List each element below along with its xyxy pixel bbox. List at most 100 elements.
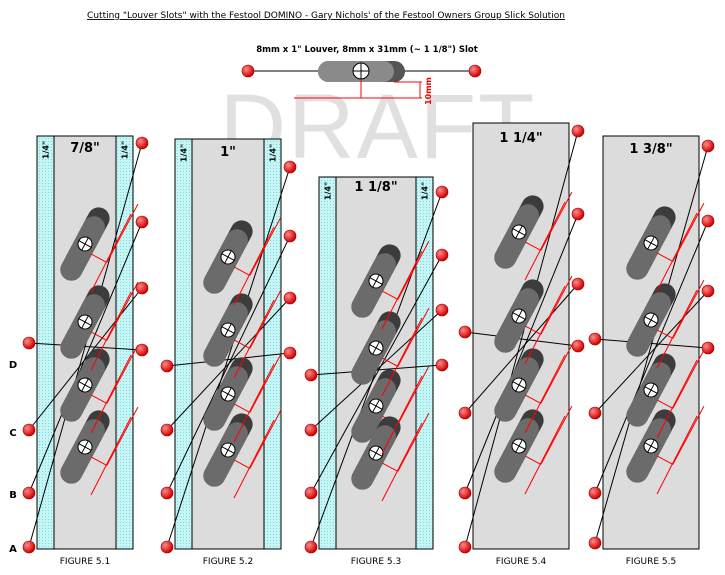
right-marker [135,215,149,229]
left-marker [22,336,36,350]
crosshair-v [369,449,383,457]
edge-strip-label-left: 1/4" [180,144,189,162]
offset-line [540,344,573,404]
right-marker [283,160,297,174]
edge-strip-label-right: 1/4" [269,144,278,162]
dimension-label: 10mm [424,77,433,105]
right-marker [283,291,297,305]
crosshair-v [369,277,383,285]
right-marker [571,277,585,291]
board-width-label: 1 1/8" [354,180,397,195]
guide-line [464,283,579,414]
louver-slot [494,191,573,269]
louver-slot [351,240,430,318]
board-width-label: 1" [220,145,236,160]
left-marker [22,540,36,554]
left-marker [458,486,472,500]
red-guide [90,291,132,371]
detail-right-marker [468,64,482,78]
left-marker [588,332,602,346]
offset-tick [90,456,108,466]
figure-panel-5: 1 3/8"FIGURE 5.5 [588,135,715,567]
crosshair-v [512,228,526,236]
guide-line [594,290,709,414]
offset-line [672,279,705,339]
slot-detail-diagram: 8mm x 1" Louver, 8mm x 31mm (~ 1 1/8") S… [241,45,482,105]
offset-line [249,353,282,413]
louver-slot [351,307,430,385]
left-marker [458,325,472,339]
offset-tick [381,357,399,367]
offset-tick [233,403,251,413]
guide-line [166,297,291,431]
guide-line [464,213,579,494]
right-marker [701,341,715,355]
offset-tick [656,399,674,409]
red-guide [656,359,698,439]
crosshair-v [78,318,92,326]
edge-strip-right [263,138,282,550]
louver-slot [626,279,705,357]
offset-line [106,281,139,341]
red-guide [524,415,566,495]
offset-line [397,307,430,367]
offset-tick [524,325,542,335]
right-marker [571,124,585,138]
right-marker [435,185,449,199]
right-marker [283,346,297,360]
crosshair-v [221,390,235,398]
louver-slot [494,344,573,422]
guide-line [464,331,579,347]
offset-tick [524,455,542,465]
crosshair-v [221,253,235,261]
right-marker [701,214,715,228]
left-marker [22,486,36,500]
offset-line [397,365,430,425]
louver-slot [203,353,282,431]
red-guide [90,213,132,293]
figure-panel-2: 1/4"1/4"1"FIGURE 5.2 [160,138,297,567]
offset-line [106,406,139,466]
guide-line [594,338,709,349]
red-guide [381,317,423,397]
red-guide [524,201,566,281]
left-marker [160,359,174,373]
guide-line [594,145,709,544]
detail-left-marker [241,64,255,78]
left-marker [304,368,318,382]
left-marker [588,486,602,500]
crosshair-v [512,442,526,450]
guide-line [28,142,143,548]
louver-slot [60,344,139,422]
left-marker [458,406,472,420]
board-width-label: 1 1/4" [499,131,542,146]
edge-strip-label-right: 1/4" [121,141,130,159]
right-marker [135,343,149,357]
row-label-a: A [9,544,17,555]
offset-line [540,275,573,335]
crosshair-v [369,402,383,410]
figure-caption: FIGURE 5.4 [496,557,547,567]
offset-tick [656,455,674,465]
right-marker [435,303,449,317]
edge-strip-right [415,176,434,550]
left-marker [160,486,174,500]
red-guide [90,416,132,496]
edge-strip-left [174,138,193,550]
guide-line [594,220,709,494]
figure-caption: FIGURE 5.1 [60,557,111,567]
louver-slot [626,405,705,483]
row-label-d: D [9,360,17,371]
offset-tick [90,394,108,404]
guide-line [310,254,443,494]
board-width-label: 1 3/8" [629,142,672,157]
right-marker [283,229,297,243]
crosshair-v [644,442,658,450]
edge-strip-label-left: 1/4" [42,141,51,159]
offset-line [672,405,705,465]
board-width-label: 7/8" [70,141,100,156]
right-marker [435,248,449,262]
louver-slot [203,216,282,294]
offset-line [672,202,705,262]
red-guide [656,415,698,495]
